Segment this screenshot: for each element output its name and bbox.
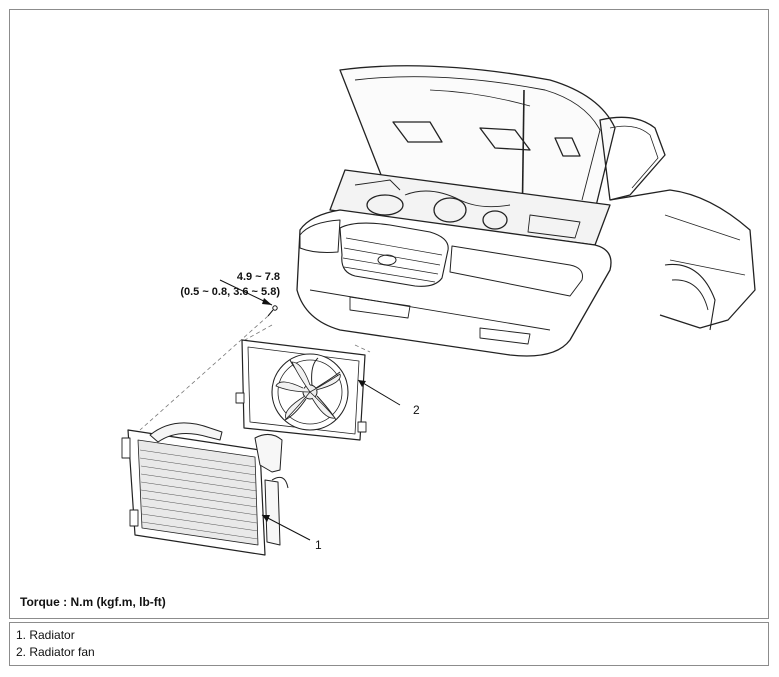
callout-2: 2 [413, 403, 420, 417]
parts-legend: 1. Radiator 2. Radiator fan [9, 622, 769, 666]
fan-leader-line [357, 379, 401, 406]
diagram-frame: 4.9 ~ 7.8 (0.5 ~ 0.8, 3.6 ~ 5.8) 2 1 Tor… [9, 9, 769, 619]
callout-1: 1 [315, 538, 322, 552]
legend-item-radiator-fan: 2. Radiator fan [16, 645, 95, 659]
radiator-fan-illustration [235, 339, 367, 441]
torque-spec: 4.9 ~ 7.8 (0.5 ~ 0.8, 3.6 ~ 5.8) [70, 270, 280, 300]
torque-range-nm: 4.9 ~ 7.8 [236, 271, 280, 283]
torque-range-alt: (0.5 ~ 0.8, 3.6 ~ 5.8) [180, 286, 280, 298]
torque-units-label: Torque : N.m (kgf.m, lb-ft) [20, 595, 166, 609]
torque-leader-arrow [262, 298, 272, 305]
radiator-leader-arrow [262, 515, 270, 522]
illustration [121, 65, 756, 556]
car-illustration [296, 65, 756, 357]
bolt-marker [267, 305, 278, 317]
alignment-lines [139, 315, 371, 431]
fan-leader-arrow [358, 380, 366, 387]
legend-item-radiator: 1. Radiator [16, 628, 75, 642]
radiator-leader-line [261, 514, 311, 541]
radiator-illustration [121, 422, 289, 556]
